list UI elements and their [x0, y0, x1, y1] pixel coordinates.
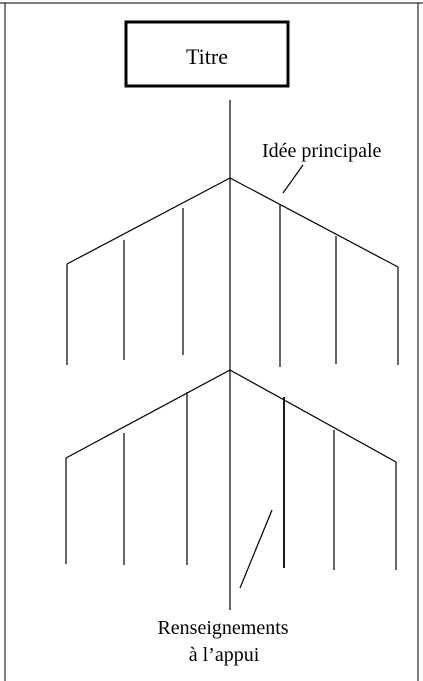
main-idea-pointer — [282, 164, 304, 194]
support-label-line2: à l’appui — [189, 644, 260, 666]
title-box — [124, 20, 290, 88]
lower-branch-right — [229, 369, 397, 463]
upper-branch-right — [229, 177, 399, 268]
title-text: Titre — [186, 44, 228, 69]
main-idea-label: Idée principale — [262, 140, 381, 162]
lower-branch-left — [65, 369, 231, 459]
support-pointer — [239, 509, 273, 589]
upper-branch-left — [66, 177, 231, 265]
support-label-line1: Renseignements — [157, 617, 288, 639]
